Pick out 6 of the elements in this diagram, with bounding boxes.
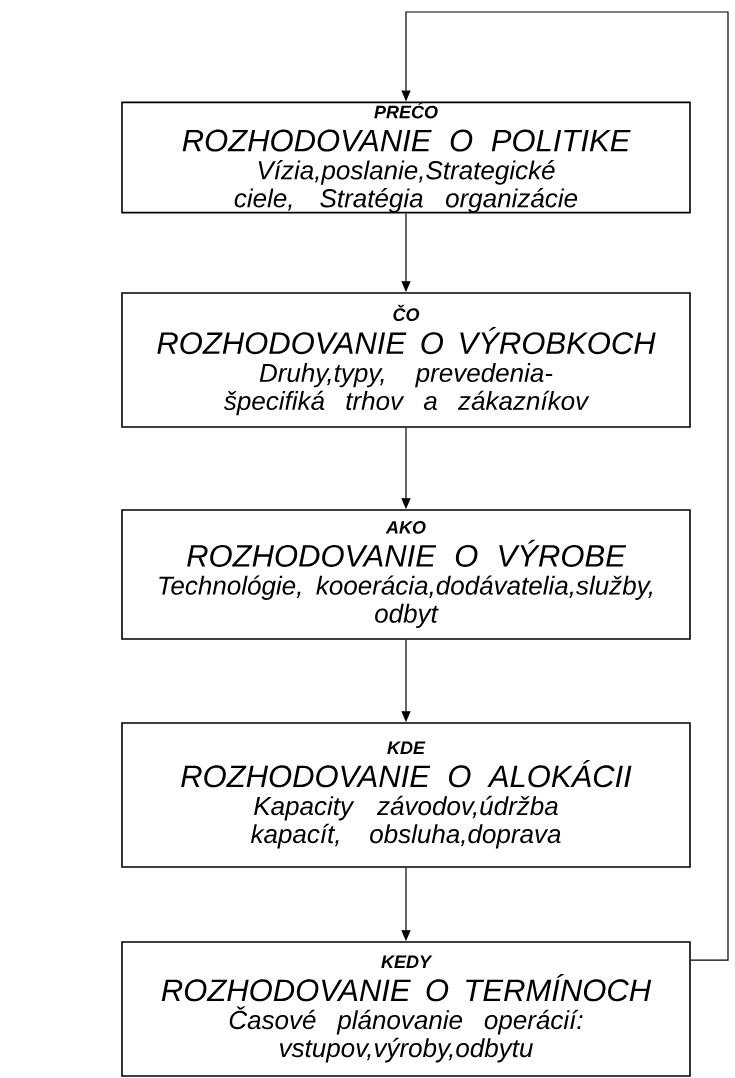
process-box: KEDY ROZHODOVANIE O TERMÍNOCH Časové plánovanie operácií: vstupov,výroby,odbytu xyxy=(121,941,691,1077)
arrow xyxy=(401,11,729,961)
process-box: AKO ROZHODOVANIE O VÝROBE Technológie, kooerácia,dodávatelia,služby, odbyt xyxy=(121,509,691,640)
process-box: KDE ROZHODOVANIE O ALOKÁCII Kapacity závodov,údržba kapacít, obsluha,doprava xyxy=(121,722,691,868)
process-box: ČO ROZHODOVANIE O VÝROBKOCH Druhy,typy, prevedenia-špecifiká trhov a zákazníkov xyxy=(121,292,691,428)
process-box: PREĆO ROZHODOVANIE O POLITIKE Vízia,poslanie,Strategické ciele, Stratégia organizácie xyxy=(121,101,691,214)
